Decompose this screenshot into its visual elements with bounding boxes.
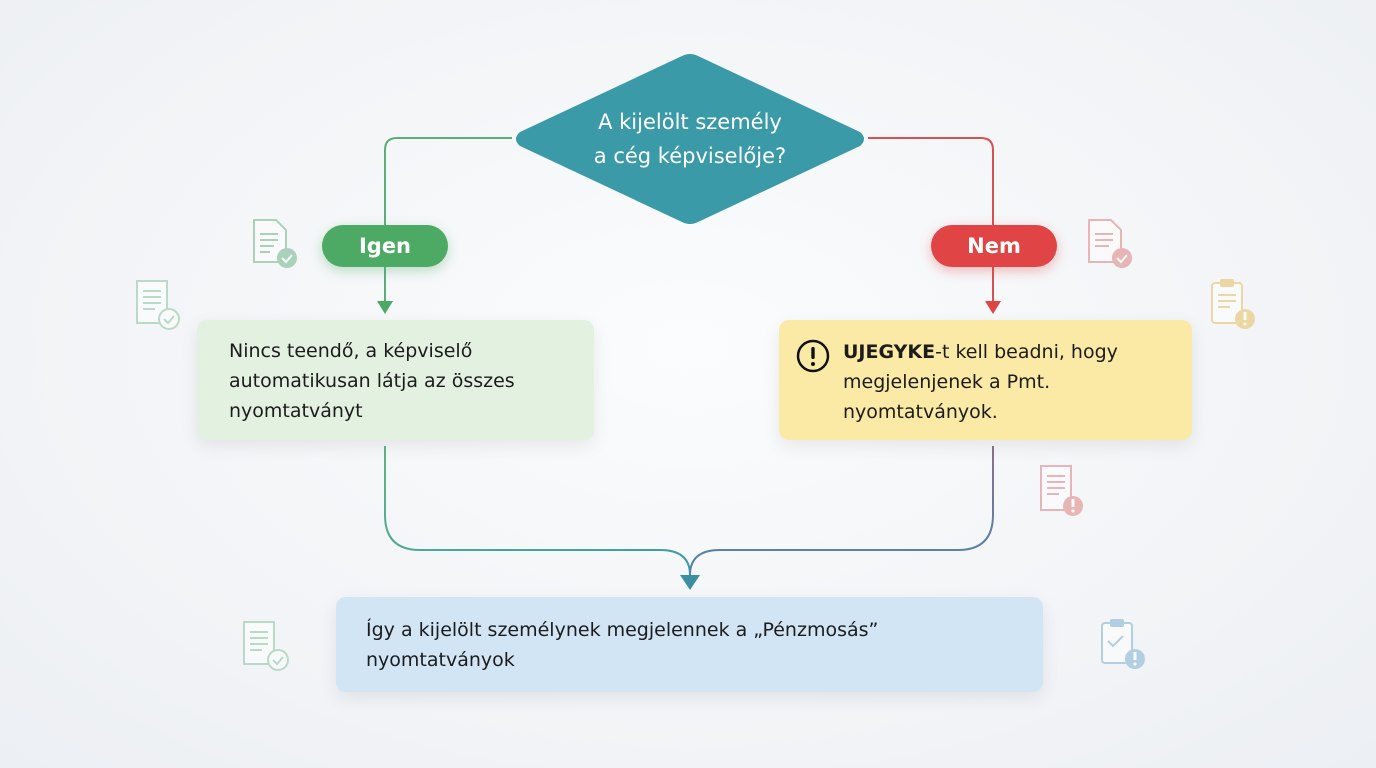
result-box: Így a kijelölt személynek megjelennek a …: [336, 597, 1043, 692]
no-label: Nem: [931, 225, 1057, 267]
decision-diamond: [516, 54, 864, 224]
yes-arrowhead: [377, 301, 393, 314]
question-line: a cég képviselője?: [593, 144, 787, 168]
warning-icon: [796, 339, 830, 373]
clipboard-warning-icon: [1101, 619, 1145, 669]
document-warning-icon: [1040, 465, 1083, 516]
text-line: megjelenjenek a Pmt.: [843, 371, 1051, 393]
no-arrowhead: [985, 301, 1001, 314]
text-line: automatikusan látja az összes: [229, 370, 515, 392]
document-check-icon: [136, 280, 180, 330]
merge-arrowhead: [680, 575, 700, 590]
text-line: nyomtatványok.: [843, 401, 998, 423]
yes-label: Igen: [322, 225, 448, 267]
text-line: Így a kijelölt személynek megjelennek a …: [366, 619, 879, 641]
decision-question: A kijelölt személy a cég képviselője?: [512, 52, 868, 226]
no-merge-connector: [689, 446, 994, 576]
text-line: Nincs teendő, a képviselő: [229, 340, 473, 362]
text-line: nyomtatványt: [229, 400, 363, 422]
yes-outcome-box: Nincs teendő, a képviselő automatikusan …: [197, 320, 594, 440]
yes-merge-connector: [384, 446, 691, 576]
question-line: A kijelölt személy: [598, 110, 782, 134]
document-check-icon: [253, 219, 297, 268]
yes-connector: [384, 137, 512, 303]
no-connector: [868, 137, 994, 303]
clipboard-warning-icon: [1211, 279, 1255, 329]
document-warning-icon: [1088, 219, 1132, 268]
text-line: -t kell beadni, hogy: [935, 341, 1118, 363]
text-line: nyomtatványok: [366, 649, 515, 671]
no-outcome-box: UJEGYKE-t kell beadni, hogy megjelenjene…: [779, 320, 1192, 440]
form-name: UJEGYKE: [843, 341, 936, 363]
document-check-icon: [243, 621, 289, 671]
